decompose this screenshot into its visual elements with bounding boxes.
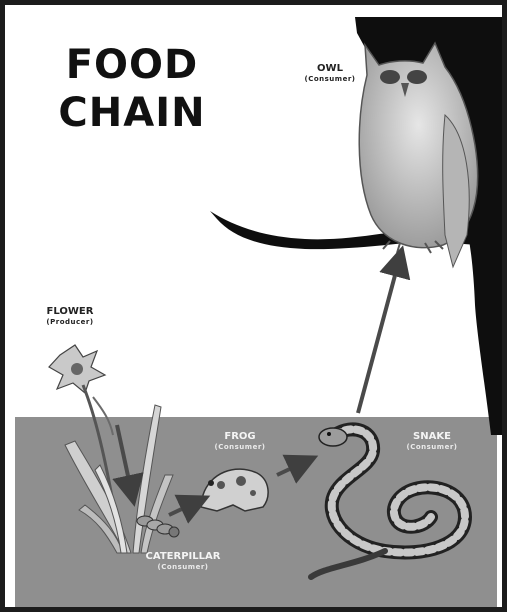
diagram-title: FOOD CHAIN bbox=[27, 41, 237, 137]
label-flower-name: FLOWER bbox=[47, 306, 94, 317]
label-caterpillar: CATERPILLAR (Consumer) bbox=[133, 551, 233, 573]
label-owl-name: OWL bbox=[317, 63, 343, 74]
label-snake-name: SNAKE bbox=[413, 431, 451, 442]
label-caterpillar-name: CATERPILLAR bbox=[146, 551, 221, 562]
label-snake: SNAKE (Consumer) bbox=[397, 431, 467, 453]
label-frog-role: (Consumer) bbox=[210, 442, 270, 453]
title-line-2: CHAIN bbox=[58, 90, 205, 136]
label-owl: OWL (Consumer) bbox=[295, 63, 365, 85]
label-flower-role: (Producer) bbox=[35, 317, 105, 328]
arrow-snake-to-owl bbox=[358, 253, 401, 413]
label-frog-name: FROG bbox=[224, 431, 255, 442]
label-frog: FROG (Consumer) bbox=[210, 431, 270, 453]
label-owl-role: (Consumer) bbox=[295, 74, 365, 85]
label-snake-role: (Consumer) bbox=[397, 442, 467, 453]
title-line-1: FOOD bbox=[66, 42, 199, 88]
label-flower: FLOWER (Producer) bbox=[35, 306, 105, 328]
label-caterpillar-role: (Consumer) bbox=[133, 562, 233, 573]
